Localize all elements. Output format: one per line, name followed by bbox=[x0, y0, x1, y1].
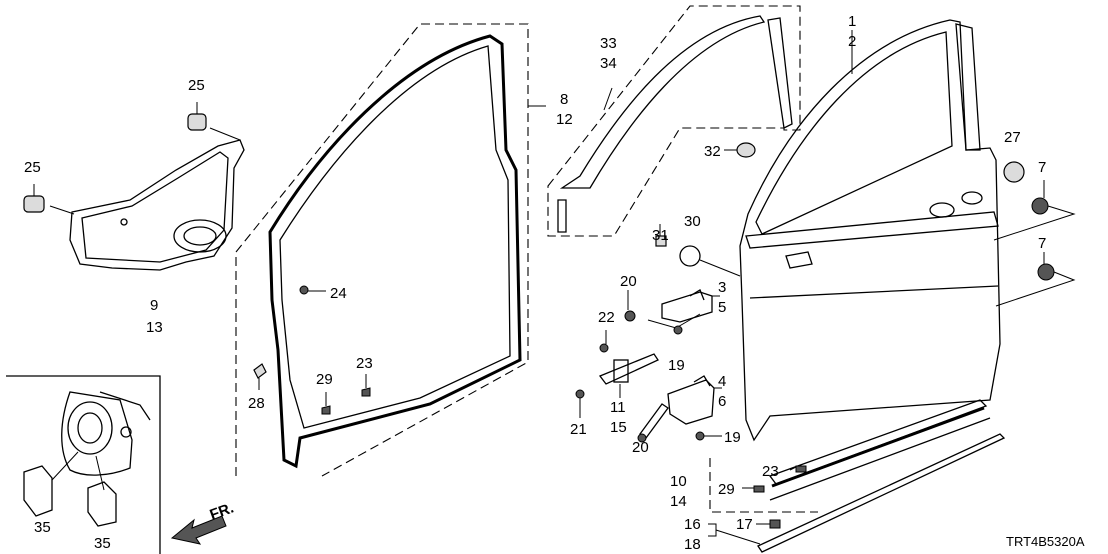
callout-22: 22 bbox=[598, 309, 615, 326]
callout-18: 18 bbox=[684, 536, 701, 553]
door-garnish bbox=[709, 399, 991, 513]
callout-29a: 29 bbox=[316, 371, 333, 388]
speaker-cover bbox=[49, 127, 245, 271]
callout-20a: 20 bbox=[620, 273, 637, 290]
plug-32 bbox=[724, 142, 756, 158]
lower-hinge bbox=[637, 375, 722, 443]
clip-24 bbox=[299, 285, 326, 295]
callout-16: 16 bbox=[684, 516, 701, 533]
callout-19b: 19 bbox=[724, 429, 741, 446]
callout-labels: 1 2 3 4 5 6 7 7 8 9 10 11 12 13 14 15 16… bbox=[24, 13, 1085, 553]
callout-2: 2 bbox=[848, 33, 856, 50]
callout-27: 27 bbox=[1004, 129, 1021, 146]
callout-35b: 35 bbox=[94, 535, 111, 552]
callout-31: 31 bbox=[652, 227, 669, 244]
callout-23b: 23 bbox=[762, 463, 779, 480]
callout-15: 15 bbox=[610, 419, 627, 436]
callout-12: 12 bbox=[556, 111, 573, 128]
upper-hinge bbox=[624, 289, 720, 335]
callout-7a: 7 bbox=[1038, 159, 1046, 176]
clip-23a bbox=[361, 374, 371, 397]
bolt-7b bbox=[995, 252, 1076, 307]
callout-7b: 7 bbox=[1038, 235, 1046, 252]
callout-9: 9 bbox=[150, 297, 158, 314]
callout-35a: 35 bbox=[34, 519, 51, 536]
callout-5: 5 bbox=[718, 299, 726, 316]
front-direction-label: FR. bbox=[208, 500, 237, 524]
callout-29b: 29 bbox=[718, 481, 735, 498]
callout-17: 17 bbox=[736, 516, 753, 533]
weatherstrip bbox=[235, 23, 546, 477]
callout-32: 32 bbox=[704, 143, 721, 160]
callout-19a: 19 bbox=[668, 357, 685, 374]
callout-20b: 20 bbox=[632, 439, 649, 456]
callout-24: 24 bbox=[330, 285, 347, 302]
callout-6: 6 bbox=[718, 393, 726, 410]
callout-11: 11 bbox=[610, 399, 626, 416]
plug-30 bbox=[679, 245, 741, 277]
callout-34: 34 bbox=[600, 55, 617, 72]
callout-33: 33 bbox=[600, 35, 617, 52]
bolt-31 bbox=[655, 224, 667, 247]
lower-molding bbox=[708, 433, 1006, 553]
clip-29a bbox=[321, 392, 331, 415]
callout-3: 3 bbox=[718, 279, 726, 296]
callout-13: 13 bbox=[146, 319, 163, 336]
callout-4: 4 bbox=[718, 373, 726, 390]
grommet-25b bbox=[23, 184, 45, 213]
nut-27 bbox=[1003, 161, 1025, 183]
bolt-7a bbox=[993, 180, 1076, 241]
callout-14: 14 bbox=[670, 493, 687, 510]
front-direction-arrow bbox=[170, 515, 227, 545]
front-door bbox=[739, 19, 1001, 442]
grommet-25a bbox=[187, 102, 207, 131]
callout-10: 10 bbox=[670, 473, 687, 490]
inset-detail bbox=[6, 375, 161, 554]
callout-25b: 25 bbox=[24, 159, 41, 176]
callout-8: 8 bbox=[560, 91, 568, 108]
callout-25a: 25 bbox=[188, 77, 205, 94]
callout-1: 1 bbox=[848, 13, 856, 30]
sash-molding bbox=[547, 5, 801, 237]
callout-23a: 23 bbox=[356, 355, 373, 372]
pad-35-right bbox=[87, 481, 117, 527]
callout-28: 28 bbox=[248, 395, 265, 412]
clip-28 bbox=[253, 363, 267, 390]
diagram-code: TRT4B5320A bbox=[1006, 534, 1085, 549]
pad-35-left bbox=[23, 465, 53, 517]
check-link bbox=[575, 330, 659, 418]
callout-30: 30 bbox=[684, 213, 701, 230]
callout-21: 21 bbox=[570, 421, 587, 438]
